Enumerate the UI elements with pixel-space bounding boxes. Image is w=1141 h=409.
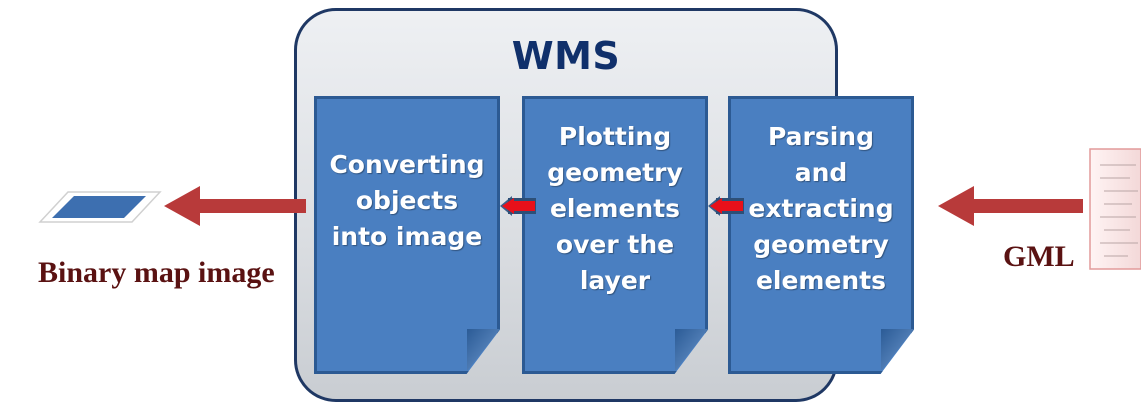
step-plotting-label: Plotting geometry elements over the laye…: [547, 122, 683, 295]
wms-title: WMS: [511, 34, 621, 78]
output-label: Binary map image: [38, 256, 275, 289]
step-parsing-label: Parsing and extracting geometry elements: [748, 122, 894, 295]
step-plotting-card: Plotting geometry elements over the laye…: [522, 96, 708, 374]
map-image-icon: [38, 191, 162, 223]
step-converting-card: Converting objects into image: [314, 96, 500, 374]
step-converting-label: Converting objects into image: [329, 150, 485, 251]
input-arrow: [938, 186, 1083, 226]
gml-document-icon: [1089, 148, 1141, 270]
output-arrow: [164, 186, 306, 226]
step-parsing-card: Parsing and extracting geometry elements: [728, 96, 914, 374]
input-label: GML: [1003, 240, 1075, 273]
